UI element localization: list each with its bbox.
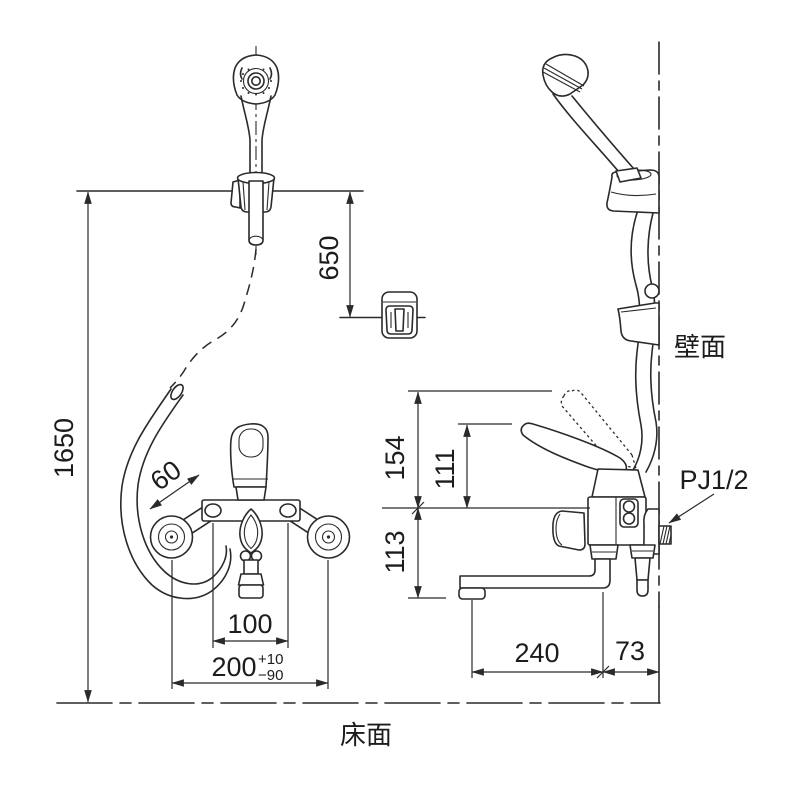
- spray-nozzle-dots: [240, 68, 272, 96]
- thread-spec-label: PJ1/2: [679, 465, 748, 495]
- wall-surface-label: 壁面: [674, 332, 726, 362]
- side-view: [458, 53, 672, 600]
- flange-right: [306, 515, 351, 559]
- dim-pitch-label: 200: [211, 652, 256, 682]
- dim-hole-pitch-label: 100: [227, 609, 272, 639]
- dim-spout-label: 113: [380, 530, 410, 573]
- hand-shower-side: [541, 53, 642, 183]
- dim-eccentric-label: 60: [145, 455, 187, 497]
- dim-offset-label: 73: [615, 636, 645, 666]
- dim-lowered-label: 111: [430, 448, 460, 489]
- dim-raised-label: 154: [380, 435, 410, 480]
- hanger-bracket-front: [381, 291, 418, 339]
- hanger-bracket-side: [617, 283, 660, 346]
- dim-pitch-tol-plus: +10: [258, 651, 283, 668]
- reference-lines: [56, 41, 661, 704]
- hand-shower-front: [232, 54, 280, 179]
- flange-left: [149, 515, 194, 559]
- text-labels: 壁面 床面: [340, 332, 726, 750]
- shower-holder-front: [230, 171, 276, 246]
- thread-nipple: [658, 525, 672, 545]
- front-view: [120, 46, 418, 600]
- dim-reach-label: 240: [514, 638, 559, 668]
- dim-height-label: 1650: [49, 418, 79, 478]
- dimension-annotations: 1650 650 60 100 200 +10 −90 154 113 111: [49, 191, 749, 703]
- dim-pitch-tol-minus: −90: [258, 667, 283, 684]
- dim-hanger-label: 650: [314, 235, 344, 280]
- floor-surface-label: 床面: [340, 720, 392, 750]
